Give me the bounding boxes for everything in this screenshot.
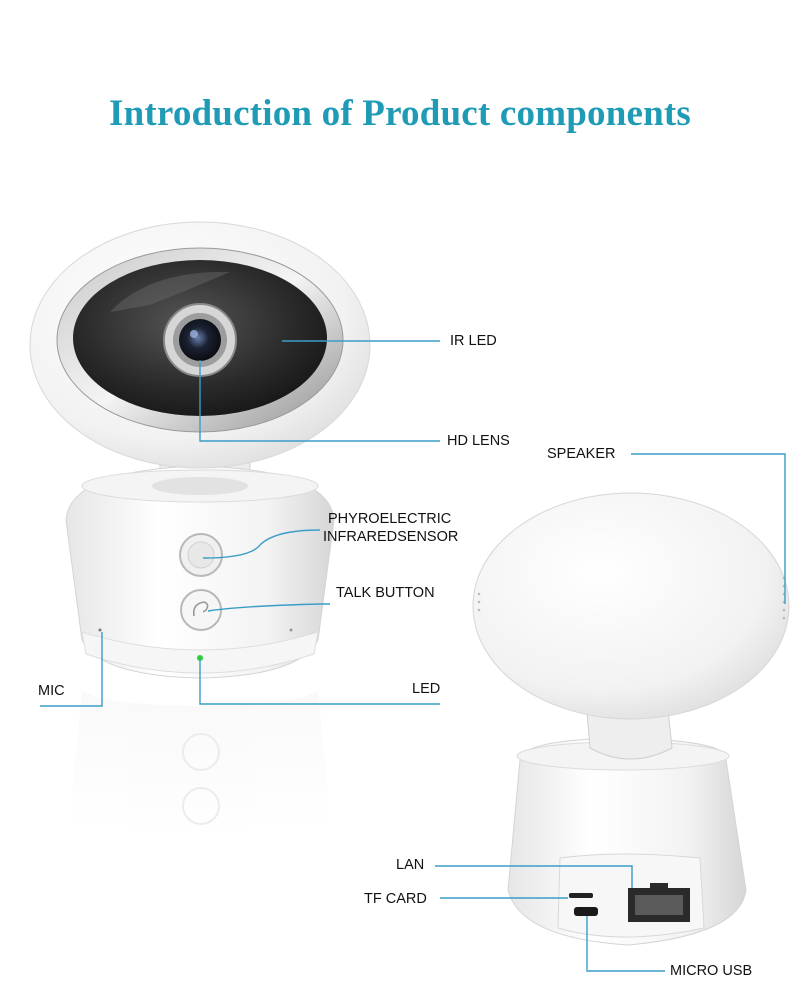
pir-sensor-label-line1: PHYROELECTRIC [328, 511, 452, 527]
mic-leader-line [40, 632, 103, 707]
tf-card-slot-icon [569, 893, 593, 898]
pir-sensor-label-line2: INFRAREDSENSOR [323, 529, 459, 545]
mic-hole-icon [98, 628, 102, 632]
speaker-label: SPEAKER [547, 446, 616, 462]
status-led-icon [197, 655, 203, 661]
back-camera [472, 492, 790, 946]
talk-button-label: TALK BUTTON [336, 585, 435, 601]
lan-label: LAN [396, 857, 425, 873]
speaker-leader-line [631, 453, 786, 604]
front-camera-reflection [70, 690, 330, 830]
leader-lines [40, 340, 786, 972]
hd-lens-leader-line [199, 360, 440, 442]
micro-usb-label: MICRO USB [670, 963, 753, 979]
hd-lens-icon [179, 319, 221, 361]
front-camera [29, 221, 371, 679]
pir-leader-line [202, 529, 321, 559]
talk-button-leader-line [207, 603, 330, 612]
led-leader-line [199, 660, 440, 705]
tf-card-label: TF CARD [364, 891, 427, 907]
ir-led-label: IR LED [450, 333, 497, 349]
mic-label: MIC [38, 683, 65, 699]
micro-usb-port-icon [574, 907, 598, 916]
page-title: Introduction of Product components [108, 93, 692, 134]
hd-lens-label: HD LENS [447, 433, 510, 449]
lan-leader-line [435, 865, 633, 888]
led-label: LED [412, 681, 441, 697]
micro-usb-leader-line [586, 916, 665, 972]
